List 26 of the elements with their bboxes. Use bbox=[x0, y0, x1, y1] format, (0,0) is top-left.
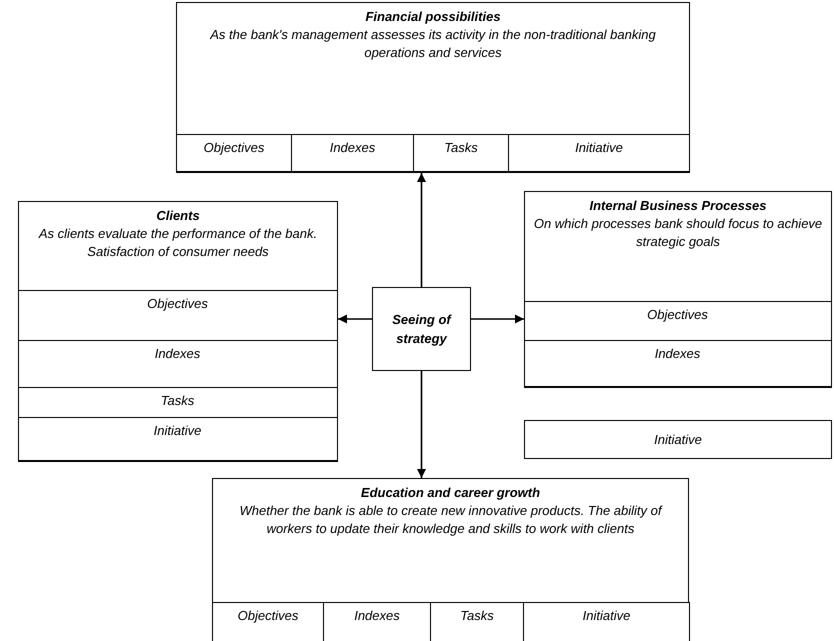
arrow bbox=[417, 371, 426, 478]
card-heading: Internal Business Processes bbox=[588, 197, 768, 215]
table-cell: Tasks bbox=[430, 602, 524, 641]
card-description: As clients evaluate the performance of the bank. Satisfaction of consumer needs bbox=[37, 225, 318, 262]
card-description: As the bank's management assesses its activity in the non-traditional banking operations and services bbox=[208, 26, 657, 62]
table-cell: Initiative bbox=[523, 602, 690, 641]
arrow bbox=[417, 173, 426, 287]
card-heading: Financial possibilities bbox=[364, 8, 502, 26]
perspective-card bbox=[18, 201, 338, 462]
card-heading: Education and career growth bbox=[360, 484, 542, 502]
perspective-card bbox=[524, 191, 832, 388]
table-cell: Tasks bbox=[413, 134, 509, 172]
table-cell: Indexes bbox=[291, 134, 414, 172]
table-cell: Objectives bbox=[212, 602, 324, 641]
arrow bbox=[471, 314, 524, 324]
card-description: On which processes bank should focus to achieve strategic goals bbox=[532, 215, 824, 252]
table-cell: Indexes bbox=[323, 602, 431, 641]
table-cell: Initiative bbox=[508, 134, 690, 172]
card-heading: Clients bbox=[155, 207, 201, 225]
table-cell: Objectives bbox=[176, 134, 292, 172]
central-box: Seeing of strategy bbox=[372, 287, 471, 371]
card-description: Whether the bank is able to create new innovative products. The ability of workers to update their knowledge and skills to work with clients bbox=[238, 502, 664, 538]
perspective-card bbox=[212, 478, 689, 641]
text-box: Initiative bbox=[524, 420, 832, 459]
arrow bbox=[338, 314, 372, 324]
perspective-card bbox=[176, 2, 690, 173]
